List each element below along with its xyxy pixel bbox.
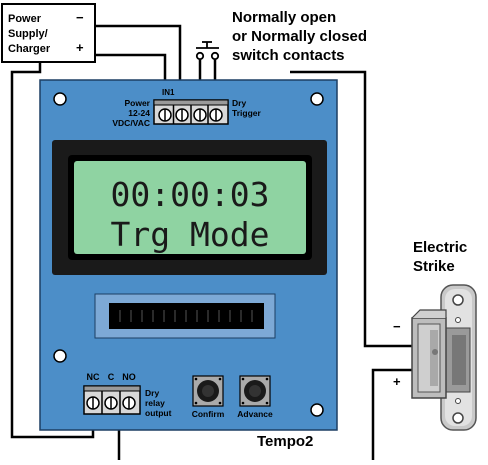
- input-power-label-line3: VDC/VAC: [112, 118, 150, 128]
- board-name: Tempo2: [257, 433, 313, 450]
- power-supply-box: [1, 3, 96, 63]
- relay-label-line2: relay: [145, 398, 165, 408]
- relay-label-line3: output: [145, 408, 172, 418]
- power-supply-label-line3: Charger: [8, 43, 51, 55]
- strike-label-line1: Electric: [413, 239, 467, 256]
- power-supply-label-line2: Supply/: [8, 28, 48, 40]
- confirm-button[interactable]: [192, 375, 224, 407]
- relay-label-line1: Dry: [145, 388, 159, 398]
- relay-c-label: C: [108, 372, 115, 382]
- advance-button-label: Advance: [237, 409, 273, 419]
- wire-to-strike-minus: [290, 70, 420, 348]
- electric-strike: [411, 284, 477, 431]
- relay-terminal-block: [83, 385, 141, 415]
- input-trigger-label-line1: Dry: [232, 98, 246, 108]
- mounting-hole: [53, 349, 67, 363]
- power-supply-label-line1: Power: [8, 13, 42, 25]
- input-terminal-id: IN1: [162, 88, 175, 97]
- strike-minus: −: [393, 319, 401, 334]
- tempo2-board: IN1 Power 12-24 VDC/VAC Dry Trigger: [39, 79, 338, 431]
- input-terminal-block: [153, 99, 229, 125]
- mounting-hole: [310, 92, 324, 106]
- lcd-line1: 00:00:03: [111, 175, 270, 214]
- power-supply-minus: −: [76, 10, 84, 25]
- advance-button[interactable]: [239, 375, 271, 407]
- strike-plus: +: [393, 374, 401, 389]
- switch-caption-line1: Normally open: [232, 9, 336, 26]
- input-power-label-line1: Power: [124, 98, 150, 108]
- switch-caption-line2: or Normally closed: [232, 28, 367, 45]
- mounting-hole: [53, 92, 67, 106]
- relay-no-label: NO: [122, 372, 136, 382]
- wire-power-minus: [95, 24, 182, 100]
- lcd-line2: Trg Mode: [111, 215, 270, 254]
- input-power-label-line2: 12-24: [128, 108, 150, 118]
- ribbon-connector: [94, 293, 276, 339]
- switch-caption-line3: switch contacts: [232, 47, 345, 64]
- wire-to-strike-plus: [371, 368, 420, 460]
- switch-contacts-symbol: [195, 41, 220, 61]
- confirm-button-label: Confirm: [192, 409, 225, 419]
- lcd-display: 00:00:03 Trg Mode: [52, 140, 327, 275]
- power-supply: Power Supply/ Charger − +: [1, 3, 96, 63]
- wire-supply-to-relay: [10, 62, 95, 439]
- mounting-hole: [310, 403, 324, 417]
- power-supply-plus: +: [76, 40, 84, 55]
- relay-nc-label: NC: [87, 372, 100, 382]
- strike-label-line2: Strike: [413, 258, 455, 275]
- input-trigger-label-line2: Trigger: [232, 108, 262, 118]
